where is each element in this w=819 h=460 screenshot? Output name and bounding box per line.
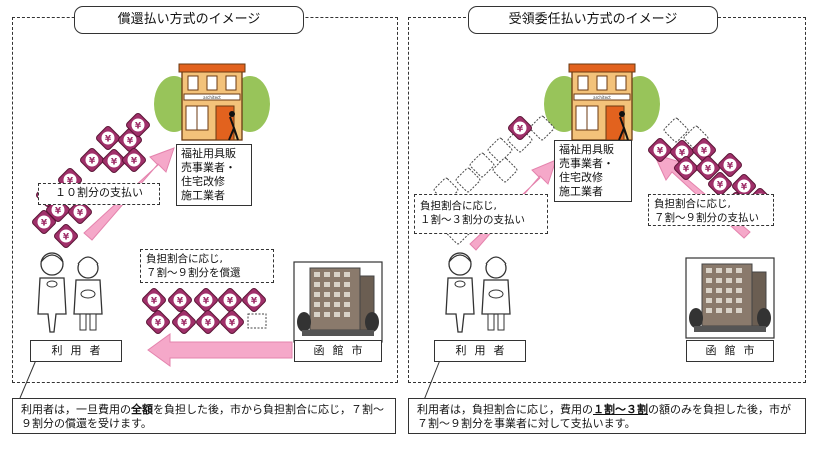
right-city-payment-label: 負担割合に応じ, ７割～９割分の支払い — [648, 194, 774, 226]
left-note-pre: 利用者は，一旦費用の — [21, 403, 131, 416]
right-note-bold: １割～３割 — [593, 403, 648, 416]
left-user-label: 利用者 — [30, 340, 122, 362]
right-shop-icon — [544, 64, 660, 140]
right-vendor-label: 福祉用具販 売事業者・ 住宅改修 施工業者 — [554, 140, 632, 202]
right-city-icon — [686, 258, 774, 338]
right-note-pre: 利用者は，負担割合に応じ，費用の — [417, 403, 593, 416]
left-shop-icon — [154, 64, 270, 140]
right-user-icon — [446, 253, 510, 332]
left-user-icon — [38, 253, 102, 332]
left-city-label: 函館市 — [294, 340, 382, 362]
left-reimburse-label: 負担割合に応じ, ７割～９割分を償還 — [140, 249, 274, 283]
right-user-payment-label: 負担割合に応じ, １割～３割分の支払い — [414, 194, 548, 234]
right-city-label: 函館市 — [686, 340, 774, 362]
left-reimburse-arrow — [148, 334, 292, 366]
left-vendor-label: 福祉用具販 売事業者・ 住宅改修 施工業者 — [176, 144, 252, 206]
right-note: 利用者は，負担割合に応じ，費用の１割～３割の額のみを負担した後，市が７割～９割分… — [408, 398, 806, 434]
right-user-label: 利用者 — [434, 340, 526, 362]
left-note-bold: 全額 — [131, 403, 153, 416]
left-note: 利用者は，一旦費用の全額を負担した後，市から負担割合に応じ，７割～９割分の償還を… — [12, 398, 396, 434]
left-city-icon — [294, 262, 382, 342]
left-payment-label: １０割分の支払い — [38, 183, 160, 205]
left-reimburse-coins — [141, 287, 266, 334]
